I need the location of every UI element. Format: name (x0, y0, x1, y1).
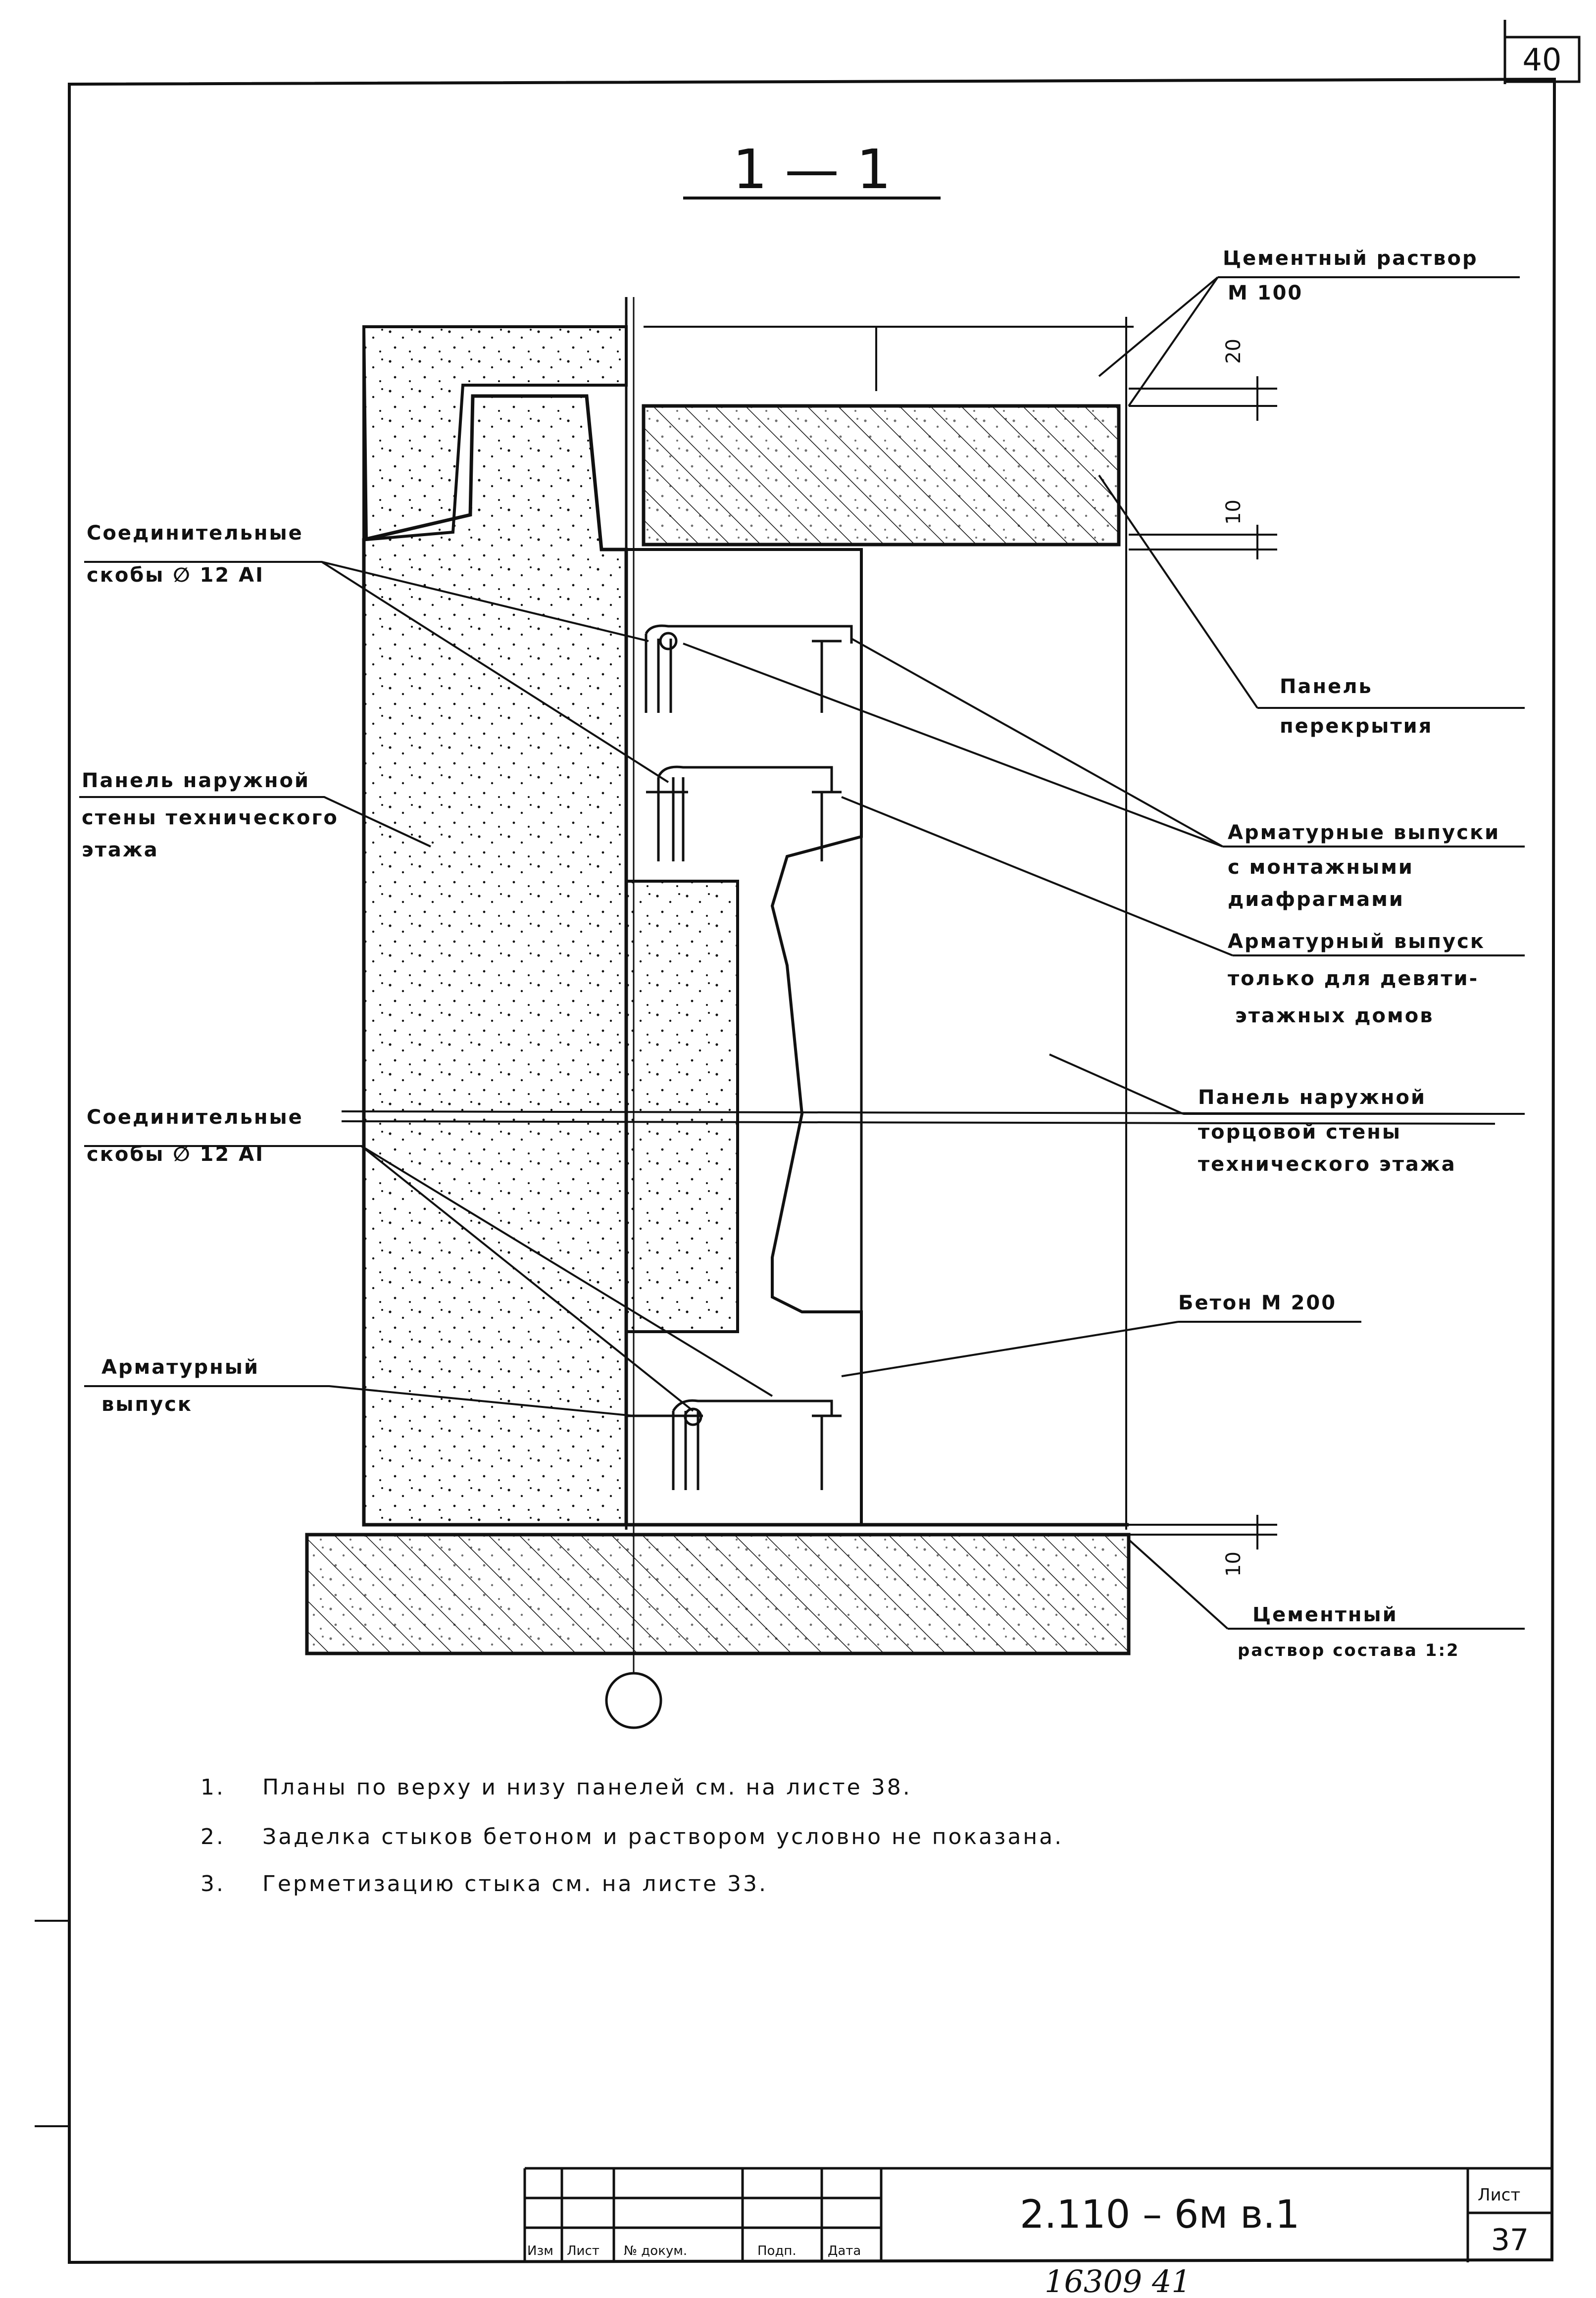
label-rebar-single-1: Арматурный (101, 1356, 259, 1379)
labels: Цементный раствор М 100 Панель перекрыти… (82, 247, 1500, 1660)
note-3-number: 3. (200, 1871, 225, 1897)
header-date: Дата (828, 2244, 861, 2258)
label-brackets-top-2: скобы ∅ 12 АI (87, 564, 264, 587)
label-rebar-diaphragm-2: с монтажными (1228, 856, 1414, 879)
label-outer-wall-1: Панель наружной (82, 769, 310, 792)
label-rebar-nine-3: этажных домов (1235, 1004, 1434, 1027)
note-2-text: Заделка стыков бетоном и раствором услов… (262, 1824, 1063, 1849)
dim-10-bottom: 10 (1222, 1551, 1245, 1577)
joint-pocket (626, 317, 1134, 1530)
header-izm: Изм (527, 2244, 553, 2258)
dim-20: 20 (1222, 339, 1245, 364)
sheet-label: Лист (1478, 2185, 1520, 2205)
label-end-wall-1: Панель наружной (1198, 1086, 1426, 1109)
sheet-number-top: 40 (1523, 42, 1562, 78)
label-brackets-bottom-1: Соединительные (87, 1106, 303, 1129)
label-rebar-nine-1: Арматурный выпуск (1228, 930, 1485, 953)
label-brackets-top-1: Соединительные (87, 522, 303, 545)
note-1-number: 1. (200, 1775, 225, 1800)
label-cement-mortar-bottom-1: Цементный (1252, 1603, 1398, 1626)
label-outer-wall-2: стены технического (82, 806, 339, 829)
label-rebar-single-2: выпуск (101, 1393, 193, 1416)
axis-marker (605, 1672, 662, 1729)
label-floor-panel-2: перекрытия (1280, 715, 1433, 738)
label-rebar-diaphragm-1: Арматурные выпуски (1228, 821, 1500, 844)
note-3-text: Герметизацию стыка см. на листе 33. (262, 1871, 768, 1897)
sheet-number: 37 (1491, 2223, 1529, 2257)
header-list: Лист (567, 2244, 599, 2258)
label-cement-mortar-top-1: Цементный раствор (1223, 247, 1478, 270)
sheet-frame (35, 20, 1581, 2264)
label-cement-mortar-top-2: М 100 (1228, 282, 1303, 304)
label-concrete: Бетон М 200 (1178, 1292, 1337, 1314)
note-2-number: 2. (200, 1824, 225, 1849)
label-brackets-bottom-2: скобы ∅ 12 АI (87, 1143, 264, 1166)
section-title: 1 — 1 (733, 138, 891, 201)
rebar-brackets (626, 624, 853, 1490)
document-code: 2.110 – 6м в.1 (1020, 2193, 1300, 2237)
header-sign: Подп. (757, 2244, 797, 2258)
dim-10-mid: 10 (1222, 500, 1245, 525)
label-end-wall-3: технического этажа (1198, 1153, 1456, 1176)
label-rebar-nine-2: только для девяти- (1228, 967, 1479, 990)
floor-slab (642, 404, 1121, 547)
axis-line (605, 297, 662, 1729)
outer-wall-panel (362, 297, 628, 1530)
label-outer-wall-3: этажа (82, 839, 159, 861)
label-floor-panel-1: Панель (1280, 675, 1373, 698)
header-doc: № докум. (624, 2244, 687, 2258)
notes: 1. Планы по верху и низу панелей см. на … (200, 1775, 1063, 1897)
label-end-wall-2: торцовой стены (1198, 1121, 1401, 1144)
label-rebar-diaphragm-3: диафрагмами (1228, 888, 1404, 911)
title-block (523, 2167, 1552, 2262)
bottom-slab (305, 1523, 1131, 1655)
note-1-text: Планы по верху и низу панелей см. на лис… (262, 1775, 912, 1800)
leader-lines (79, 276, 1525, 1630)
title-block-headers: Изм Лист № докум. Подп. Дата (527, 2244, 861, 2258)
label-cement-mortar-bottom-2: раствор состава 1:2 (1238, 1641, 1460, 1660)
inventory-number: 16309 41 (1045, 2263, 1191, 2298)
dimensions (1129, 376, 1277, 1549)
